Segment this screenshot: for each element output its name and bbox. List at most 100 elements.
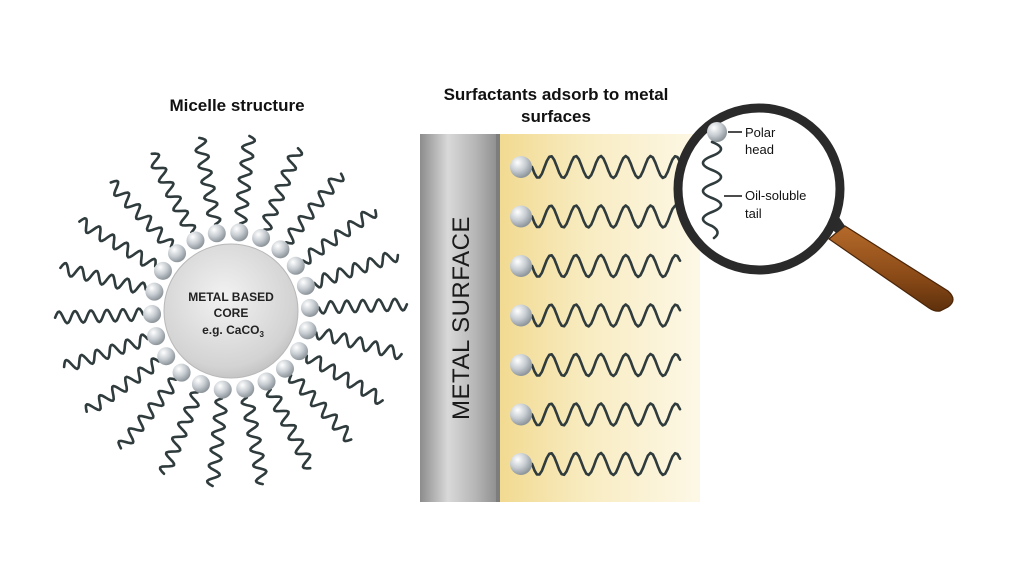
oil-soluble-tail <box>205 397 228 488</box>
polar-head <box>186 231 205 250</box>
polar-head <box>286 256 305 275</box>
metal-core <box>163 243 299 379</box>
micelle-group: Micelle structure METAL BASED CORE e.g. … <box>53 96 409 488</box>
metal-surface-label: METAL SURFACE <box>448 216 475 420</box>
polar-head <box>271 240 290 259</box>
oil-soluble-tail <box>194 136 222 226</box>
oil-soluble-tail <box>262 146 304 231</box>
micelle-surfactants <box>53 134 409 488</box>
oil-soluble-tail <box>313 251 400 289</box>
polar-head <box>236 379 255 398</box>
oil-soluble-tail <box>530 154 682 180</box>
core-label-line3: e.g. CaCO3 <box>202 323 264 339</box>
oil-soluble-tail <box>530 253 682 279</box>
adsorbed-surfactant <box>510 303 682 328</box>
polar-head <box>147 327 166 346</box>
core-formula-subscript: 3 <box>259 330 264 339</box>
tail-label-line1: Oil-soluble <box>745 188 806 203</box>
magnifier-handle <box>828 225 954 312</box>
polar-head <box>510 255 532 277</box>
adsorbed-surfactant <box>510 204 682 229</box>
micelle-surfactant <box>271 172 345 259</box>
micelle-surfactant <box>205 380 232 488</box>
metal-surface-group: Surfactants adsorb to metal surfaces MET… <box>420 85 700 502</box>
adsorbed-surfactant <box>510 352 682 378</box>
micelle-surfactant <box>78 217 172 280</box>
micelle-surfactant <box>53 305 162 325</box>
polar-head <box>510 205 532 228</box>
adsorbed-surfactants <box>510 154 682 477</box>
micelle-surfactant <box>109 179 187 263</box>
micelle-surfactant <box>117 363 191 450</box>
polar-head <box>300 298 319 317</box>
oil-soluble-tail <box>284 172 345 245</box>
micelle-surfactant <box>296 251 400 295</box>
adsorbed-surfactant <box>510 451 682 477</box>
oil-soluble-tail <box>530 352 682 378</box>
oil-soluble-tail <box>109 179 175 248</box>
metal-surface <box>420 134 500 502</box>
micelle-surfactant <box>290 342 384 405</box>
micelle-surfactant <box>252 146 304 247</box>
adsorbed-surfactant <box>510 402 682 427</box>
polar-head <box>168 244 187 263</box>
oil-soluble-tail <box>317 297 409 315</box>
polar-head <box>510 304 532 327</box>
magnifier-group: Polar head Oil-soluble tail <box>673 103 954 312</box>
oil-soluble-tail <box>305 354 384 405</box>
micelle-surfactant <box>236 379 268 486</box>
oil-soluble-tail <box>234 134 257 225</box>
oil-soluble-tail <box>59 261 147 294</box>
magnifier-lens <box>673 103 845 275</box>
micelle-surfactant <box>298 321 403 361</box>
micelle-surfactant <box>300 297 409 317</box>
oil-soluble-tail-icon <box>701 140 723 240</box>
oil-soluble-tail <box>530 204 682 229</box>
micelle-title: Micelle structure <box>169 96 304 115</box>
polar-head <box>510 403 532 426</box>
oil-soluble-tail <box>78 217 157 268</box>
core-label-line1: METAL BASED <box>188 290 274 304</box>
polar-head <box>213 380 232 399</box>
oil-soluble-tail <box>53 307 145 325</box>
micelle-surfactant <box>230 134 257 242</box>
oil-soluble-tail <box>530 303 682 328</box>
micelle-surfactant <box>286 209 378 275</box>
polar-head <box>510 156 532 178</box>
oil-soluble-tail <box>150 152 197 234</box>
polar-head <box>145 282 164 301</box>
oil-soluble-tail <box>315 328 403 361</box>
polar-head <box>157 347 176 366</box>
micelle-surfactant <box>275 359 353 443</box>
polar-head <box>191 375 210 394</box>
oil-soluble-tail <box>84 357 161 413</box>
polar-head <box>510 354 532 376</box>
polar-head <box>257 372 276 391</box>
polar-head <box>296 276 315 295</box>
core-formula: e.g. CaCO <box>202 323 259 337</box>
micelle-surfactant <box>150 152 205 250</box>
oil-soluble-tail <box>301 209 378 265</box>
oil-soluble-tail <box>287 374 353 443</box>
core-label-line2: CORE <box>214 306 249 320</box>
oil-soluble-tail <box>530 402 682 427</box>
polar-head-label-line2: head <box>745 142 774 157</box>
micelle-surfactant <box>257 372 312 470</box>
micelle-surfactant <box>59 261 164 301</box>
polar-head <box>207 224 226 243</box>
polar-head <box>230 223 249 242</box>
polar-head <box>510 453 532 475</box>
oil-soluble-tail <box>240 396 268 486</box>
polar-head <box>290 342 309 361</box>
tail-label-line2: tail <box>745 206 762 221</box>
oil-soluble-tail <box>117 377 178 450</box>
micelle-surfactant <box>62 327 166 371</box>
polar-head <box>143 305 162 324</box>
micelle-surfactant <box>194 136 226 243</box>
polar-head <box>172 363 191 382</box>
micelle-surfactant <box>84 347 176 413</box>
oil-soluble-tail <box>265 388 312 470</box>
oil-soluble-tail <box>158 391 200 476</box>
polar-head <box>275 359 294 378</box>
